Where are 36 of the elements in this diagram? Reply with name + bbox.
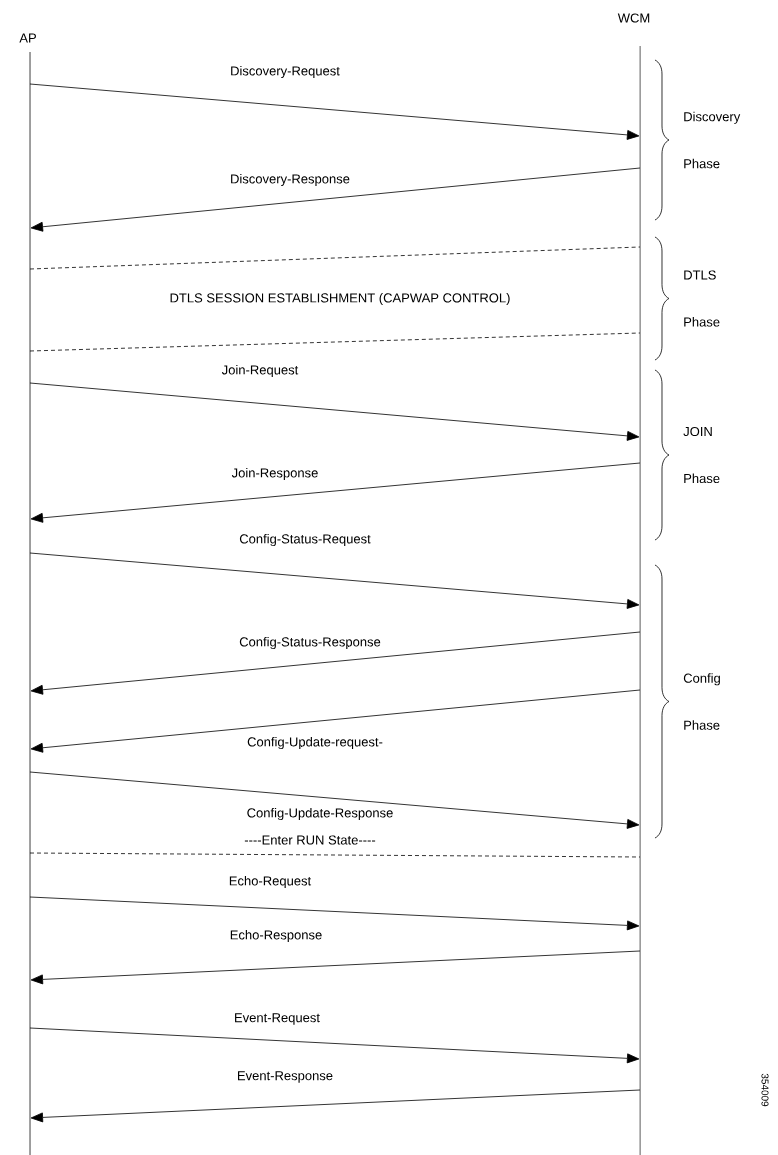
arrow	[29, 552, 640, 609]
message-label: Event-Response	[235, 1070, 335, 1084]
arrow	[30, 462, 641, 523]
arrow	[30, 950, 641, 985]
message-label: Join-Request	[220, 363, 300, 379]
lifeline: WCM	[617, 13, 650, 1155]
dashed-line	[29, 246, 641, 270]
arrow	[30, 631, 641, 695]
phase-label: JOIN Phase	[683, 426, 720, 484]
arrow	[30, 167, 641, 232]
arrow	[29, 382, 640, 441]
message-label: Config-Status-Request	[238, 532, 372, 548]
note-text: DTLS SESSION ESTABLISHMENT (CAPWAP CONTROL)	[170, 292, 510, 306]
arrow	[29, 1027, 640, 1064]
arrow	[29, 771, 640, 829]
message-label: Config-Status-Response	[238, 635, 382, 651]
message-label: Event-Request	[233, 1012, 321, 1026]
phase-label: Discovery Phase	[684, 111, 741, 169]
phase-label: DTLS Phase	[684, 270, 720, 327]
arrow	[29, 896, 640, 931]
message-label: Join-Response	[230, 466, 320, 482]
phase-label: Config Phase	[683, 673, 720, 730]
dashed-line	[29, 332, 641, 352]
message-label: Echo-Response	[228, 928, 324, 944]
arrow	[29, 83, 640, 140]
message-label: Config-Update-request-	[246, 735, 384, 751]
message-label: Echo-Request	[227, 874, 313, 890]
arrow	[30, 689, 641, 753]
message-label: Config-Update-Response	[245, 806, 395, 822]
figure-number: 354009	[761, 1073, 769, 1107]
message-label: Discovery-Response	[229, 172, 351, 188]
message-label: Discovery-Request	[229, 64, 341, 80]
dashed-line	[29, 852, 641, 858]
lifeline: AP	[19, 33, 36, 1155]
note-text: ----Enter RUN State----	[244, 835, 376, 845]
arrow	[30, 1089, 641, 1123]
